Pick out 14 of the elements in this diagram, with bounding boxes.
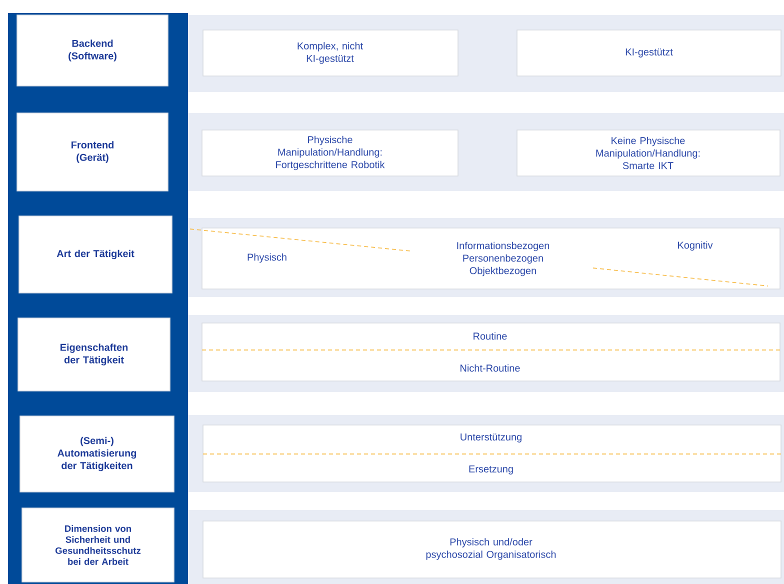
category-box: Backend (Software) bbox=[16, 14, 168, 86]
category-box: Dimension von Sicherheit und Gesundheitsschutz bei der Arbeit bbox=[22, 508, 174, 582]
content-box: Keine Physische Manipulation/Handlung: Smarte IKT bbox=[516, 130, 780, 176]
content-box: Unterstützung Ersetzung bbox=[202, 424, 782, 482]
content-box: Routine Nicht-Routine bbox=[202, 322, 780, 382]
category-box: Eigenschaften der Tätigkeit bbox=[18, 318, 170, 392]
category-box: Frontend (Gerät) bbox=[16, 112, 168, 192]
content-box: Komplex, nicht KI-gestützt bbox=[202, 30, 458, 76]
category-box: Art der Tätigkeit bbox=[18, 216, 172, 294]
category-box: (Semi-) Automatisierung der Tätigkeiten bbox=[20, 416, 174, 492]
content-box: Physische Manipulation/Handlung: Fortgeschrittene Robotik bbox=[202, 130, 458, 176]
content-box: KI-gestützt bbox=[516, 30, 782, 76]
content-box: Physisch und/oder psychosozial Organisatorisch bbox=[202, 520, 782, 578]
content-box: Physisch Informationsbezogen Personenbezogen Objektbezogen Kognitiv bbox=[190, 228, 780, 290]
